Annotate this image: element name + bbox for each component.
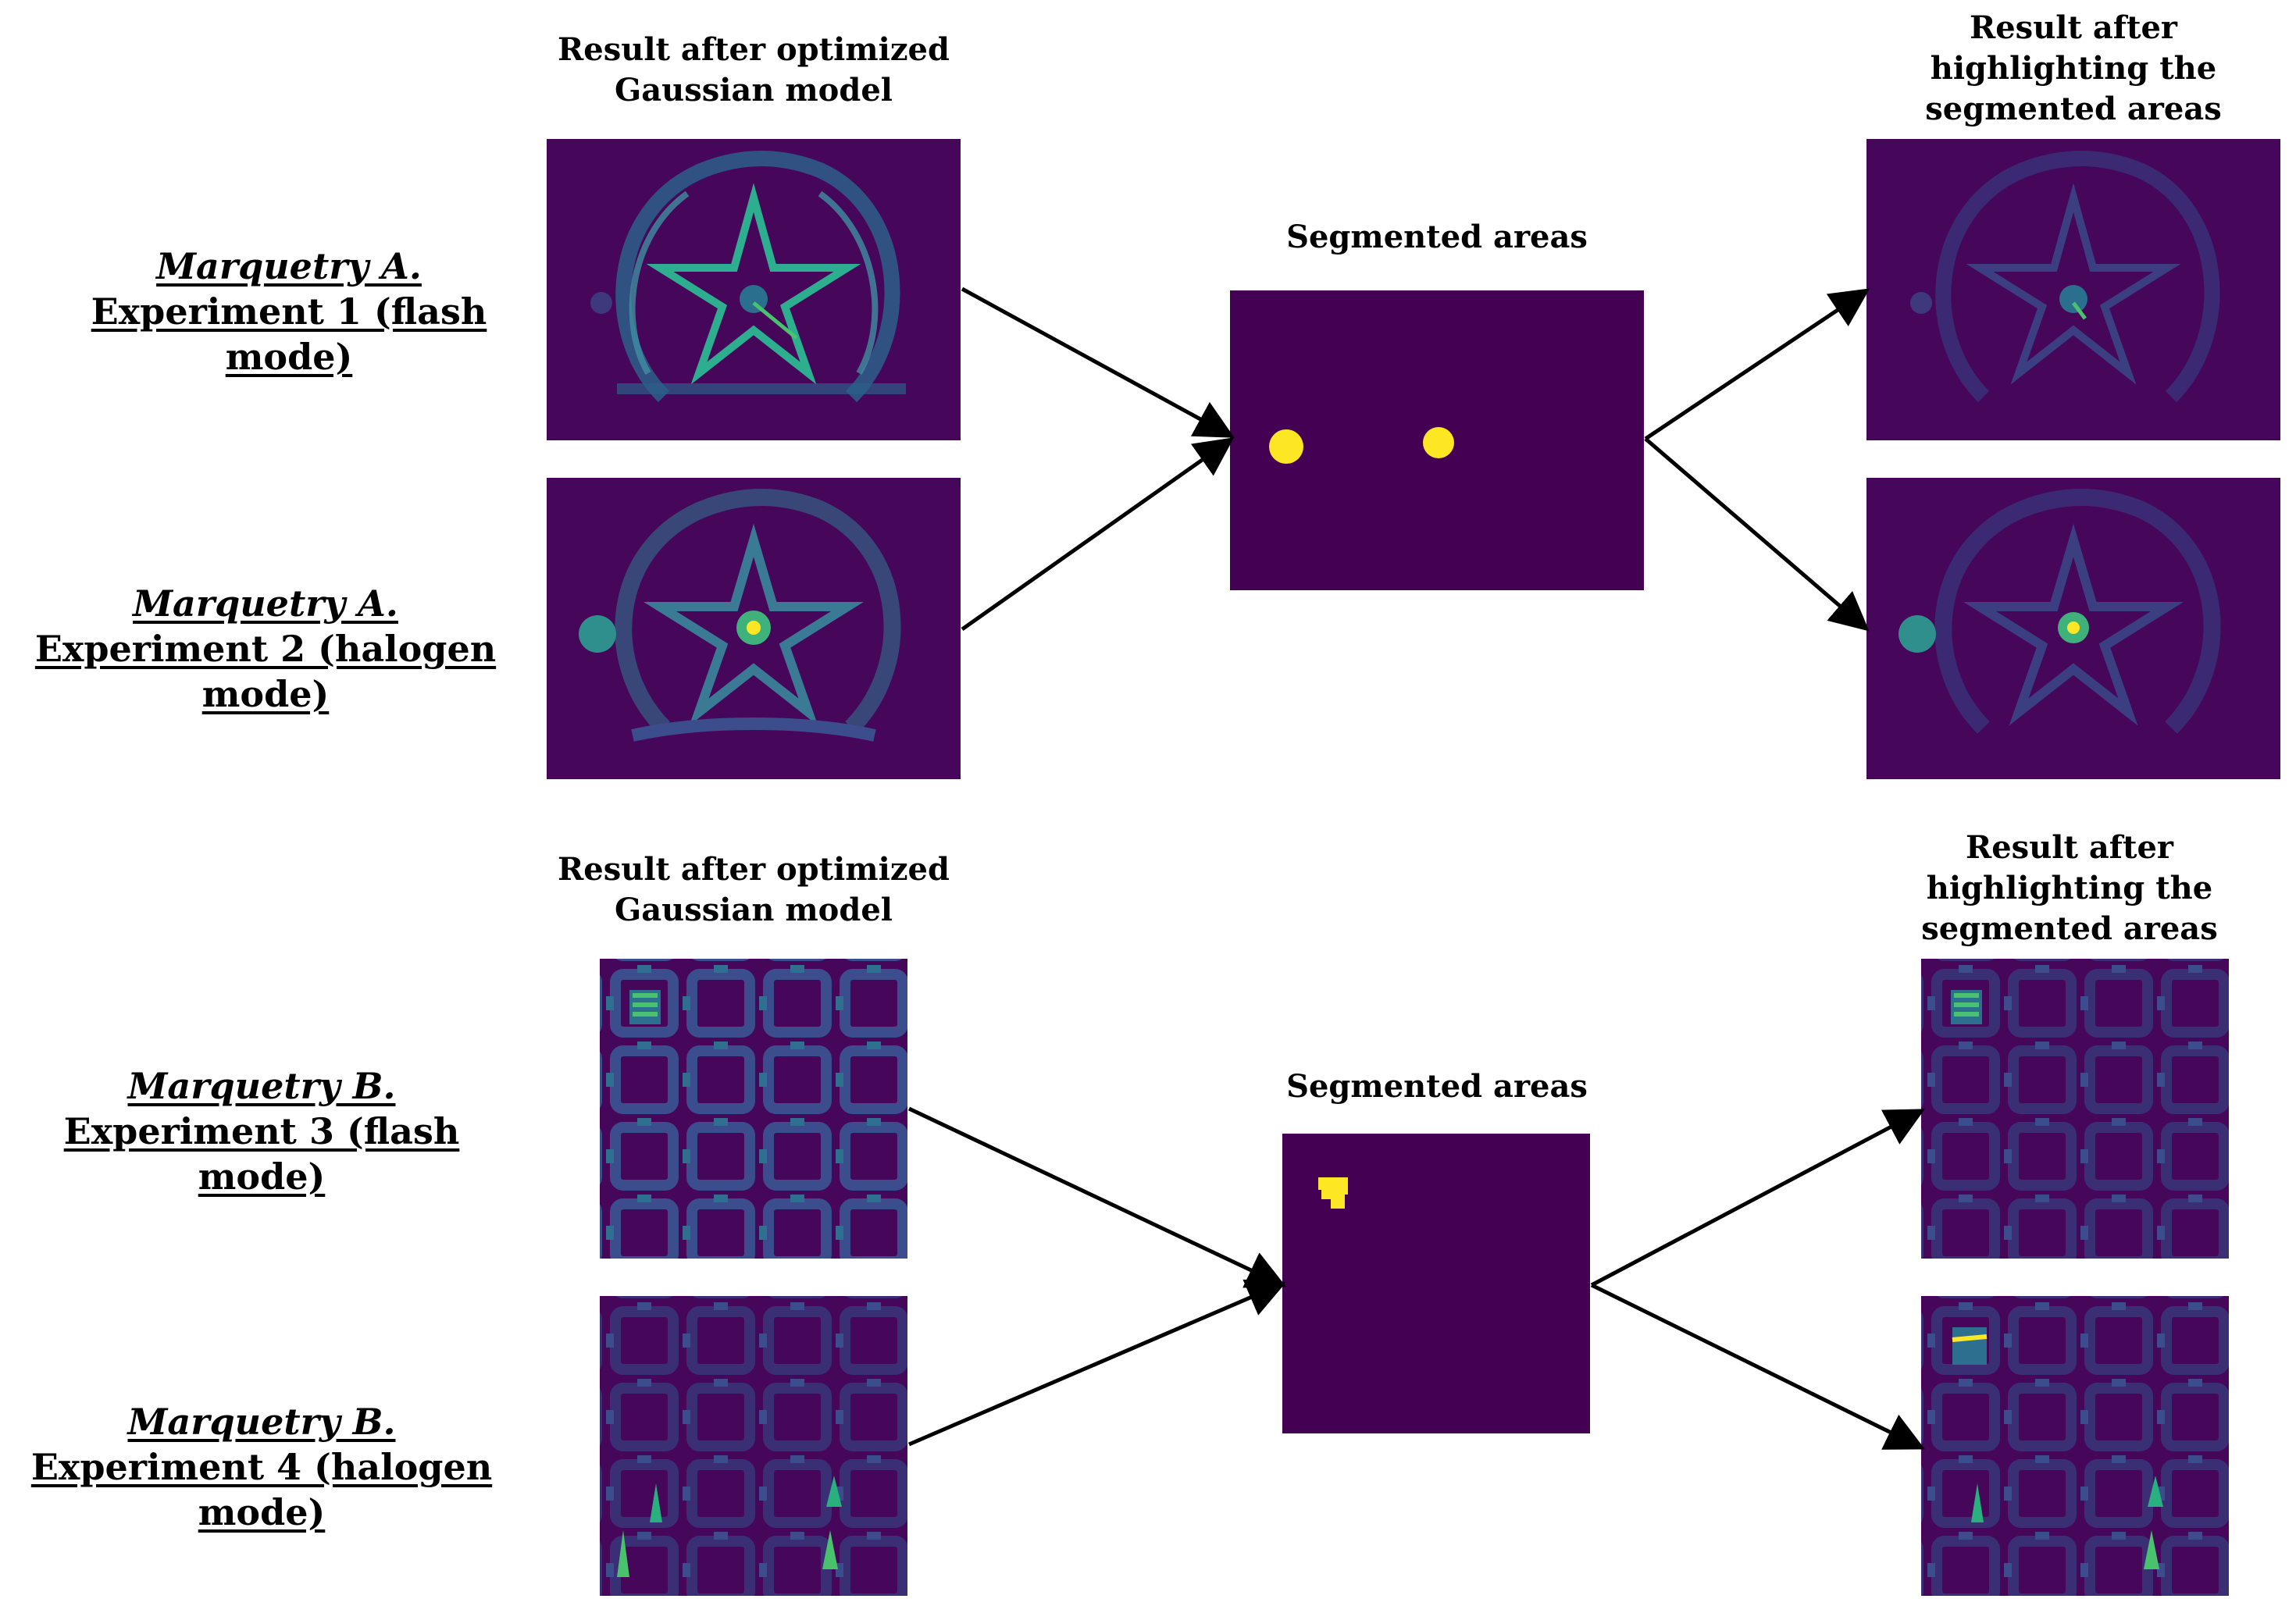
experiment-2-highlighted-result [1866,478,2280,779]
experiment-1-label: Marquetry A. Experiment 1 (flash mode) [31,244,547,379]
arrow-exp1-to-seg-a [961,287,1235,438]
experiment-4-highlighted-result [1921,1296,2229,1596]
experiment-2-title: Marquetry A. [133,582,398,625]
experiment-1-title: Marquetry A. [156,245,422,287]
arrow-seg-b-to-exp3 [1590,1109,1925,1287]
arrow-seg-b-to-exp4 [1590,1283,1925,1450]
segment-blob-right [1423,427,1454,458]
experiment-1-detail: Experiment 1 (flash mode) [91,290,487,378]
experiment-3-highlighted-result [1921,959,2229,1259]
experiment-3-gaussian-result [600,959,907,1259]
experiment-3-title: Marquetry B. [127,1065,396,1107]
section-a-left-heading: Result after optimized Gaussian model [558,31,950,109]
experiment-1-highlighted-result [1866,139,2280,440]
arrow-seg-a-to-exp1 [1644,288,1870,441]
section-b-left-heading: Result after optimized Gaussian model [558,851,950,928]
arrow-exp3-to-seg-b [907,1106,1287,1288]
experiment-2-detail: Experiment 2 (halogen mode) [34,628,497,715]
experiment-3-detail: Experiment 3 (flash mode) [63,1110,460,1198]
segmented-areas-b [1282,1134,1590,1433]
experiment-3-label: Marquetry B. Experiment 3 (flash mode) [4,1063,519,1199]
section-b-right-heading: Result after highlighting the segmented … [1921,829,2218,947]
experiment-4-detail: Experiment 4 (halogen mode) [30,1446,493,1533]
experiment-2-label: Marquetry A. Experiment 2 (halogen mode) [8,581,523,717]
experiment-4-title: Marquetry B. [127,1401,396,1443]
segment-blob-left [1269,429,1303,464]
arrow-exp4-to-seg-b [908,1279,1287,1447]
segmented-areas-a [1230,290,1644,590]
experiment-1-gaussian-result [547,139,961,440]
section-b-center-heading: Segmented areas [1286,1068,1588,1105]
experiment-4-gaussian-result [600,1296,907,1596]
experiment-4-label: Marquetry B. Experiment 4 (halogen mode) [4,1399,519,1535]
section-a-right-heading: Result after highlighting the segmented … [1925,9,2222,127]
segment-blob [1318,1177,1348,1209]
experiment-2-gaussian-result [547,478,961,779]
arrow-seg-a-to-exp2 [1644,437,1870,632]
section-a-center-heading: Segmented areas [1286,219,1588,255]
arrow-exp2-to-seg-a [961,437,1235,632]
